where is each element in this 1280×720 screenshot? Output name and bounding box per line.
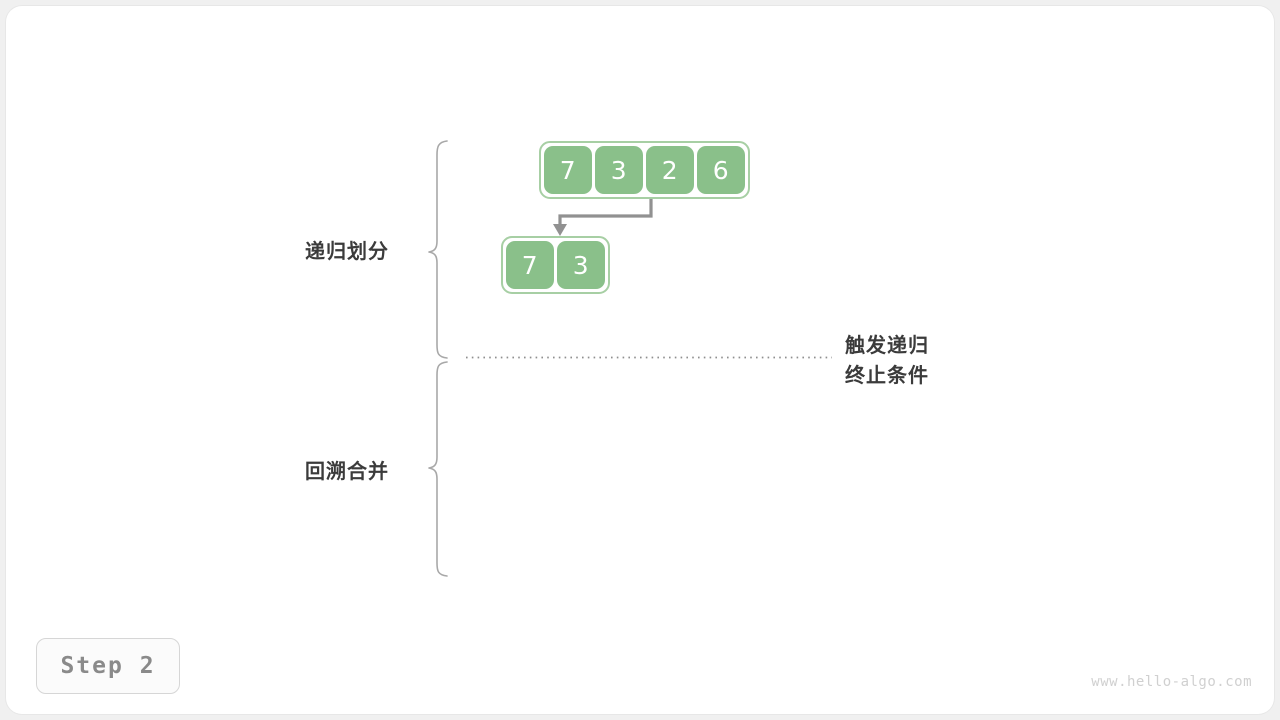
array-cell: 3 <box>595 146 643 194</box>
array-full: 7 3 2 6 <box>539 141 750 199</box>
array-cell: 6 <box>697 146 745 194</box>
annotation-line-2: 终止条件 <box>845 363 929 387</box>
section-label-merge: 回溯合并 <box>305 459 389 483</box>
array-cell: 2 <box>646 146 694 194</box>
array-cell: 7 <box>506 241 554 289</box>
array-cell: 7 <box>544 146 592 194</box>
step-badge: Step 2 <box>36 638 180 694</box>
array-cell: 3 <box>557 241 605 289</box>
annotation-line-1: 触发递归 <box>845 333 929 357</box>
watermark: www.hello-algo.com <box>1091 674 1252 690</box>
section-label-divide: 递归划分 <box>305 239 389 263</box>
array-left-subarray: 7 3 <box>501 236 610 294</box>
recursion-base-annotation: 触发递归 终止条件 <box>845 330 929 390</box>
figure-card <box>6 6 1274 714</box>
